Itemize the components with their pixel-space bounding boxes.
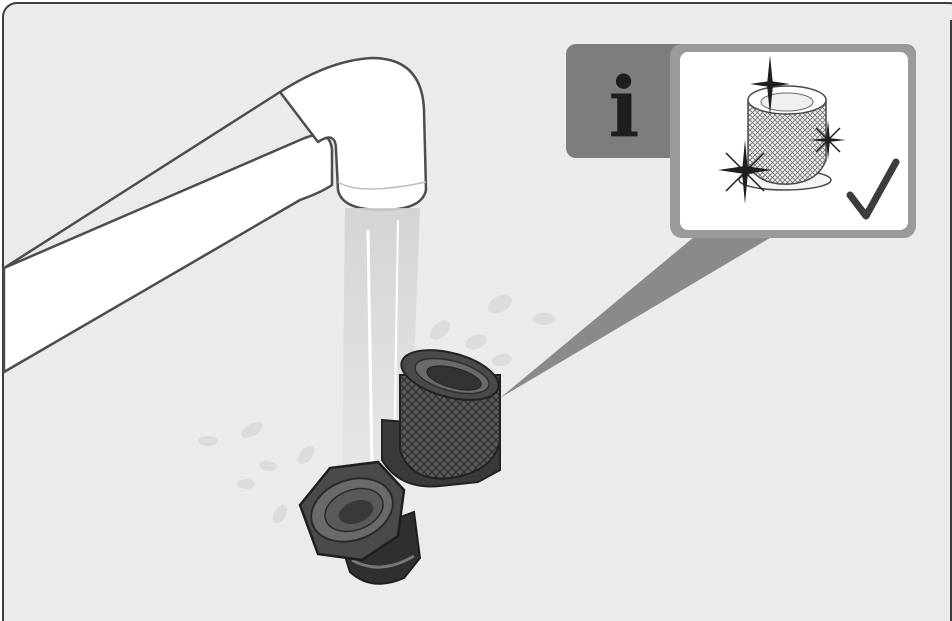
- info-icon: i: [608, 60, 639, 156]
- clean-aerator-icon: [739, 86, 831, 190]
